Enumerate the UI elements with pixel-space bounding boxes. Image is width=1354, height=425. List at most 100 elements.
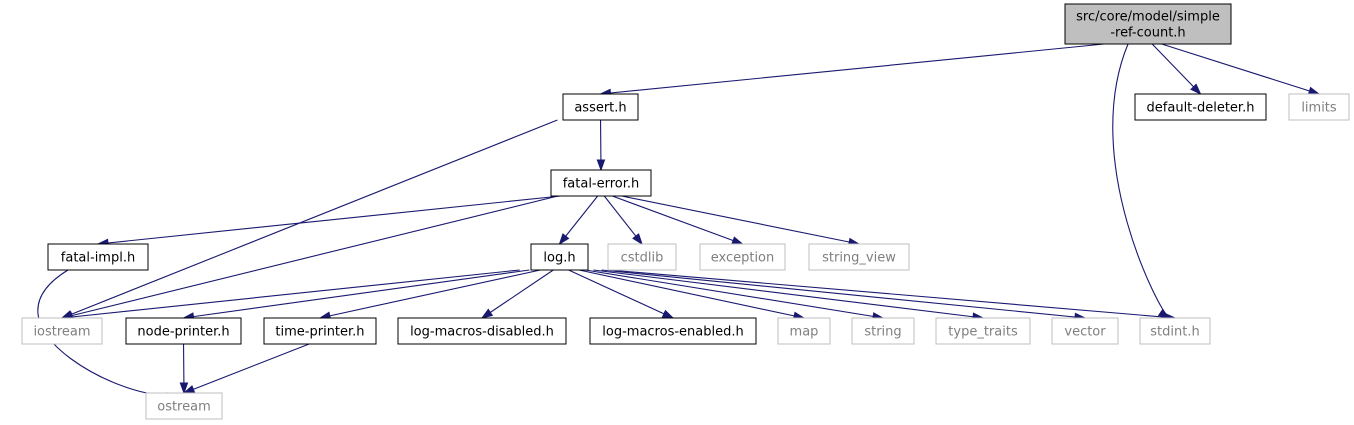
node-label: fatal-impl.h	[61, 251, 135, 266]
node-box	[1051, 317, 1119, 345]
node-label: ostream	[157, 400, 211, 415]
edge-root-to-stdint	[1112, 43, 1171, 319]
edge-arrowhead	[179, 382, 189, 395]
node-box[interactable]	[47, 243, 149, 271]
edge-arrowhead	[596, 159, 606, 172]
node-string_view: string_view	[808, 243, 910, 271]
node-box	[1288, 93, 1350, 121]
node-label: map	[790, 325, 819, 340]
node-cstdlib: cstdlib	[607, 243, 677, 271]
edge-line	[568, 269, 674, 319]
edge-line	[593, 269, 984, 319]
node-assert[interactable]: assert.h	[562, 93, 639, 121]
edge-fatal-error-to-exception	[612, 195, 744, 245]
node-iostream: iostream	[21, 317, 103, 345]
edge-line	[61, 269, 520, 319]
node-box[interactable]	[263, 317, 377, 345]
node-label: time-printer.h	[275, 325, 364, 340]
edge-arrowhead	[558, 233, 570, 246]
edge-arrowhead	[731, 236, 744, 245]
node-log-macros-disabled[interactable]: log-macros-disabled.h	[397, 317, 567, 345]
edge-root-to-limits	[1161, 43, 1321, 95]
node-stdint: stdint.h	[1139, 317, 1211, 345]
node-label: string_view	[822, 251, 896, 266]
edge-line	[601, 269, 1086, 319]
node-label: assert.h	[574, 101, 626, 116]
node-box[interactable]	[1134, 93, 1267, 121]
node-default-deleter[interactable]: default-deleter.h	[1134, 93, 1267, 121]
node-label: default-deleter.h	[1147, 101, 1255, 116]
edge-line	[61, 195, 559, 319]
node-limits: limits	[1288, 93, 1350, 121]
node-label: node-printer.h	[137, 325, 229, 340]
edge-arrowhead	[632, 233, 643, 246]
node-label: iostream	[33, 325, 90, 340]
node-time-printer[interactable]: time-printer.h	[263, 317, 377, 345]
node-label: log-macros-enabled.h	[602, 325, 743, 340]
node-label: -ref-count.h	[1110, 26, 1185, 41]
node-box[interactable]	[1064, 3, 1232, 45]
node-label: log.h	[543, 251, 575, 266]
edge-line	[97, 195, 561, 245]
edge-log-to-iostream	[60, 269, 520, 322]
node-type_traits: type_traits	[935, 317, 1031, 345]
node-box	[21, 317, 103, 345]
node-box[interactable]	[550, 169, 652, 197]
node-exception: exception	[699, 243, 786, 271]
node-root[interactable]: src/core/model/simple-ref-count.h	[1064, 3, 1232, 45]
edge-line	[600, 43, 1105, 95]
node-label: log-macros-disabled.h	[410, 325, 554, 340]
edge-line	[1161, 43, 1320, 95]
edge-log-to-type_traits	[593, 269, 985, 321]
node-node-printer[interactable]: node-printer.h	[125, 317, 242, 345]
edge-line	[481, 269, 554, 319]
edge-line	[61, 119, 558, 319]
node-label: vector	[1064, 325, 1106, 340]
edge-arrowhead	[661, 309, 675, 319]
node-box	[1139, 317, 1211, 345]
edge-log-to-vector	[601, 269, 1087, 322]
edge-assert-to-iostream	[60, 119, 558, 319]
edges-layer	[37, 43, 1321, 402]
edge-fatal-error-to-fatal-impl	[96, 195, 561, 248]
edge-log-to-log-macros-enabled	[568, 269, 675, 319]
node-box	[777, 317, 831, 345]
node-log-macros-enabled[interactable]: log-macros-enabled.h	[589, 317, 757, 345]
node-box[interactable]	[562, 93, 639, 121]
edge-line	[319, 269, 541, 319]
edge-assert-to-fatal-error	[596, 119, 606, 172]
node-fatal-impl[interactable]: fatal-impl.h	[47, 243, 149, 271]
node-vector: vector	[1051, 317, 1119, 345]
node-string: string	[851, 317, 915, 345]
edge-line	[621, 195, 860, 245]
node-label: cstdlib	[621, 251, 664, 266]
edge-log-to-log-macros-disabled	[480, 269, 554, 319]
edge-line	[608, 269, 1176, 319]
node-box[interactable]	[397, 317, 567, 345]
node-label: fatal-error.h	[563, 177, 640, 192]
edge-line	[183, 269, 530, 319]
node-label: limits	[1301, 101, 1337, 116]
edge-fatal-error-to-log	[558, 195, 599, 246]
edge-arrowhead	[1190, 83, 1202, 96]
edge-line	[612, 195, 743, 245]
node-box[interactable]	[125, 317, 242, 345]
node-box	[145, 392, 223, 420]
node-box	[935, 317, 1031, 345]
edge-log-to-node-printer	[182, 269, 530, 321]
edge-line	[183, 343, 310, 394]
edge-log-to-string	[585, 269, 885, 321]
edge-fatal-error-to-string_view	[621, 195, 861, 247]
node-fatal-error[interactable]: fatal-error.h	[550, 169, 652, 197]
edge-log-to-stdint	[608, 269, 1177, 322]
node-label: exception	[711, 251, 775, 266]
node-ostream: ostream	[145, 392, 223, 420]
node-box	[851, 317, 915, 345]
edge-root-to-default-deleter	[1151, 43, 1202, 96]
node-box[interactable]	[589, 317, 757, 345]
node-log[interactable]: log.h	[530, 243, 589, 271]
node-box[interactable]	[530, 243, 589, 271]
node-box	[607, 243, 677, 271]
edge-fatal-error-to-cstdlib	[603, 195, 643, 246]
node-label: string	[864, 325, 901, 340]
